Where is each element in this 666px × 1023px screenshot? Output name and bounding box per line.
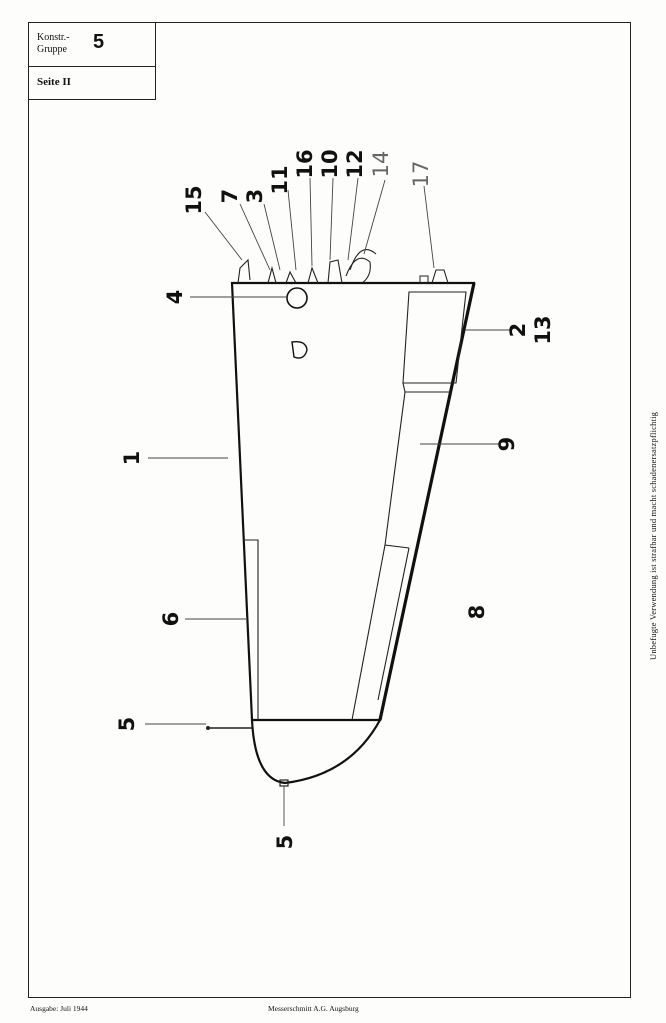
callout-2: 2 xyxy=(506,323,530,338)
root-fittings xyxy=(237,249,449,359)
callout-8: 8 xyxy=(465,605,489,620)
konstr-gruppe-label: Konstr.- Gruppe xyxy=(37,32,70,56)
callout-7: 7 xyxy=(218,189,242,204)
callout-4: 4 xyxy=(163,290,187,305)
callout-14: 14 xyxy=(369,151,393,178)
callout-15: 15 xyxy=(182,185,206,214)
control-surfaces xyxy=(243,291,467,721)
callout-5-bottom: 5 xyxy=(273,835,297,850)
callout-10: 10 xyxy=(318,149,342,178)
callout-6: 6 xyxy=(159,612,183,627)
callout-16: 16 xyxy=(293,149,317,178)
leader-lines xyxy=(145,177,512,826)
konstr-label-line1: Konstr.- xyxy=(37,32,70,43)
title-block-group-row: Konstr.- Gruppe 5 xyxy=(29,23,155,67)
callout-17: 17 xyxy=(409,161,433,188)
wing-outline xyxy=(230,281,476,785)
callout-3: 3 xyxy=(243,189,267,204)
callout-9: 9 xyxy=(495,437,519,452)
callout-5-left: 5 xyxy=(115,717,139,732)
page-frame xyxy=(28,22,631,998)
footer-issue-date: Ausgabe: Juli 1944 xyxy=(30,1004,88,1013)
gruppe-number: 5 xyxy=(93,31,105,53)
konstr-label-line2: Gruppe xyxy=(37,44,67,55)
callout-1: 1 xyxy=(120,451,144,466)
title-block: Konstr.- Gruppe 5 Seite II xyxy=(28,22,156,100)
callouts: 1 2 13 9 4 6 8 5 5 15 7 3 11 16 10 12 14… xyxy=(115,149,555,849)
callout-11: 11 xyxy=(268,165,292,194)
tip-fittings xyxy=(206,726,289,787)
callout-12: 12 xyxy=(343,149,367,178)
footer-publisher: Messerschmitt A.G. Augsburg xyxy=(268,1004,359,1013)
seite-label: Seite II xyxy=(37,76,71,88)
callout-13: 13 xyxy=(531,315,555,344)
